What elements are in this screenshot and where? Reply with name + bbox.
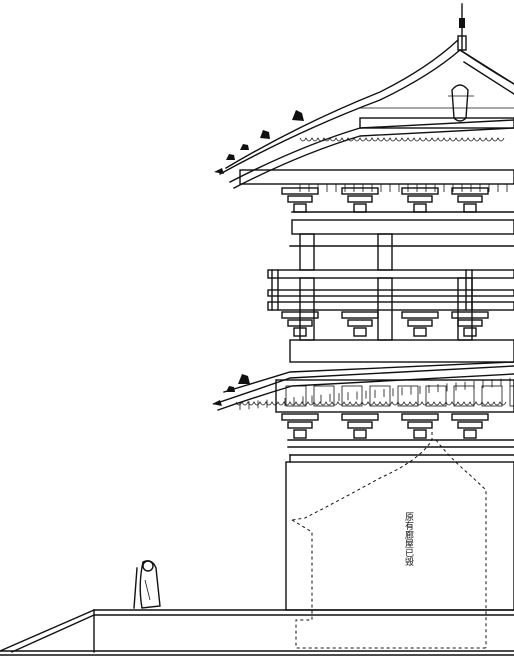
bracket — [347, 421, 373, 429]
panel — [509, 385, 514, 407]
monk-figure-icon — [133, 560, 161, 609]
column — [299, 277, 315, 341]
bracket — [457, 319, 483, 327]
panel — [425, 385, 447, 407]
bracket — [451, 413, 489, 421]
finial-icon — [457, 3, 467, 51]
middle-brackets — [281, 311, 489, 337]
panel — [341, 385, 363, 407]
panel — [285, 385, 307, 407]
lower-eave-tiles — [235, 401, 507, 406]
upper-brackets — [281, 187, 489, 213]
bracket — [353, 203, 367, 213]
bracket — [347, 319, 373, 327]
bracket — [287, 195, 313, 203]
gable — [359, 49, 514, 129]
bracket — [451, 187, 489, 195]
column — [377, 277, 393, 341]
bracket — [463, 429, 477, 439]
bracket — [341, 187, 379, 195]
panel — [397, 385, 419, 407]
panel — [453, 385, 475, 407]
upper-columns — [289, 219, 514, 271]
bracket — [353, 429, 367, 439]
bracket — [287, 319, 313, 327]
lost-corridor-outline — [291, 432, 487, 649]
bracket — [341, 413, 379, 421]
bracket — [451, 311, 489, 319]
bracket — [293, 203, 307, 213]
balcony-columns — [299, 277, 473, 341]
bracket — [457, 421, 483, 429]
bracket — [401, 413, 439, 421]
bracket — [281, 187, 319, 195]
ridge-beast-icon — [212, 374, 250, 406]
bracket — [407, 319, 433, 327]
panel — [369, 385, 391, 407]
bracket — [407, 195, 433, 203]
bracket — [413, 429, 427, 439]
annotation: 原有廊屋已毁 — [403, 512, 414, 567]
bracket — [463, 327, 477, 337]
bracket — [293, 327, 307, 337]
panel — [481, 385, 503, 407]
bracket — [353, 327, 367, 337]
bracket — [457, 195, 483, 203]
bracket — [401, 187, 439, 195]
balcony-storey — [267, 269, 514, 363]
lower-eave — [212, 361, 514, 448]
bracket — [413, 203, 427, 213]
bracket — [347, 195, 373, 203]
upper-roof — [214, 3, 514, 213]
bracket — [401, 311, 439, 319]
annotation-text: 原有廊屋已毁 — [403, 512, 414, 567]
column — [457, 277, 473, 341]
bracket — [341, 311, 379, 319]
bracket — [281, 311, 319, 319]
panel — [313, 385, 335, 407]
bracket — [413, 327, 427, 337]
upper-roof-tiles — [299, 137, 505, 142]
bracket — [293, 429, 307, 439]
bracket — [287, 421, 313, 429]
ridge-beast-icon — [214, 110, 304, 174]
lower-eave-panels — [285, 385, 514, 407]
bracket — [281, 413, 319, 421]
lower-brackets — [281, 413, 489, 439]
base-wall — [285, 454, 514, 611]
bracket — [463, 203, 477, 213]
bracket — [407, 421, 433, 429]
